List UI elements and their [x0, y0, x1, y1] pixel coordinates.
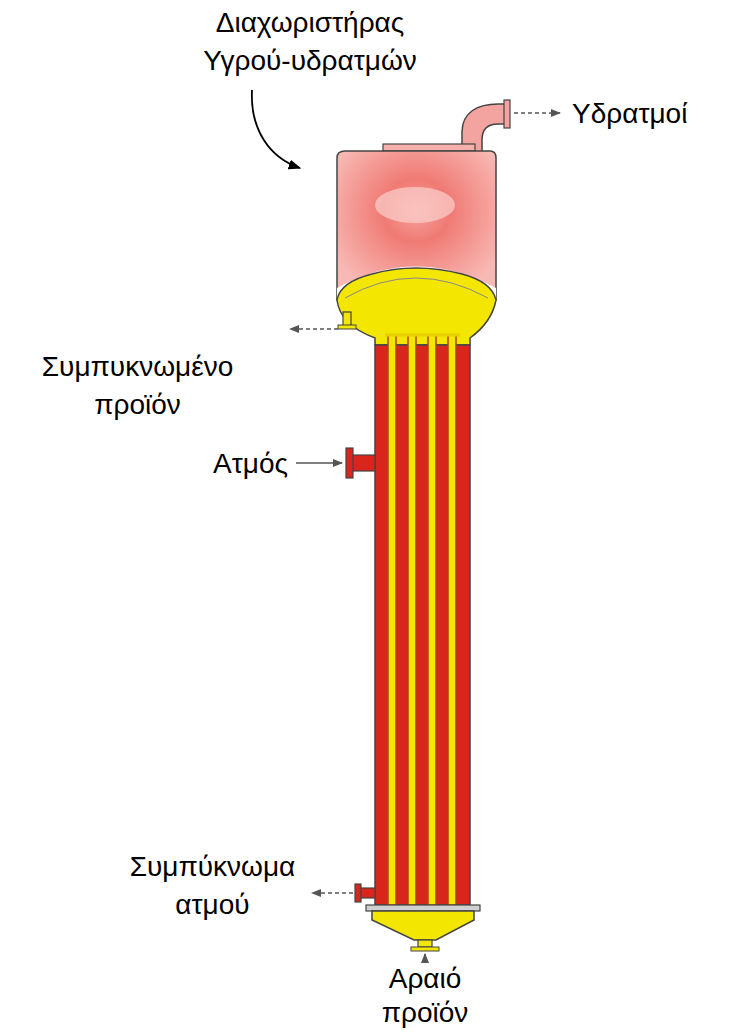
inlet-cone	[372, 911, 474, 940]
condensate-outlet-pipe	[360, 888, 375, 898]
vapour-arrow	[514, 112, 560, 114]
feed-arrow	[424, 954, 426, 962]
leader-line	[252, 90, 300, 168]
callout-label: Ατμός	[170, 445, 288, 483]
tube	[408, 335, 416, 905]
steam-arrow	[296, 462, 342, 464]
steam-inlet-flange	[346, 448, 353, 478]
product-outlet-pipe	[343, 312, 351, 326]
tube-bundle	[388, 335, 456, 905]
liquid-collector	[337, 268, 496, 345]
product-outlet-flange	[338, 325, 356, 329]
inlet-flange	[411, 947, 439, 951]
callout-label: Διαχωριστήρας Υγρού-υδρατμών	[185, 4, 435, 80]
condensate-arrow	[312, 892, 353, 894]
pipe-flange	[504, 100, 510, 128]
steam-inlet-pipe	[352, 455, 375, 471]
tube	[388, 335, 396, 905]
callout-label: Υδρατμοί	[572, 95, 737, 133]
callout-label: Συμπυκνωμένο προϊόν	[5, 348, 270, 424]
separator-top-cap	[383, 144, 475, 151]
inlet-nozzle	[418, 940, 432, 947]
callout-label: Αραιό προϊόν	[355, 962, 495, 1030]
tube	[448, 335, 456, 905]
tube	[428, 335, 436, 905]
separator-highlight	[375, 187, 455, 223]
bottom-flange	[366, 905, 480, 911]
product-arrow	[290, 328, 338, 330]
callout-label: Συμπύκνωμα ατμού	[115, 848, 310, 924]
condensate-flange	[355, 884, 361, 902]
tube-plate	[385, 334, 460, 337]
dome-plate	[345, 278, 488, 298]
